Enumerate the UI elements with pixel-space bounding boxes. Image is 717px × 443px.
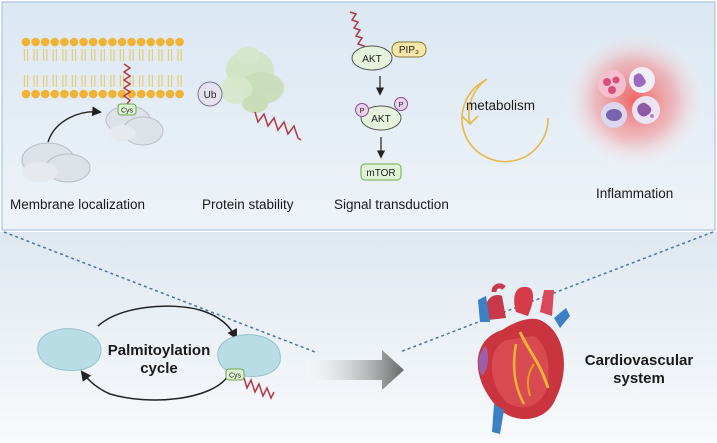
lipid-head	[165, 37, 175, 47]
lipid-head	[21, 37, 31, 47]
palmitoylation-cycle-label: Palmitoylation cycle	[100, 342, 218, 378]
mtor-shape	[360, 163, 402, 181]
akt-top-shape	[351, 45, 393, 71]
lipid-head	[156, 37, 165, 47]
mtor-text: mTOR	[366, 168, 395, 179]
signal-transduction-label: Signal transduction	[334, 197, 449, 212]
cys-tag-cycle	[225, 368, 245, 381]
inflammation-glow	[563, 30, 707, 170]
lipid-head	[136, 89, 146, 99]
cys-tag-membrane-text: Cys	[121, 108, 134, 115]
lipid-head	[127, 37, 136, 47]
lipid-head	[21, 89, 31, 99]
lipid-head	[40, 37, 50, 47]
lipid-head	[50, 37, 60, 47]
lipid-head	[175, 89, 184, 99]
ubiquitin-circle	[197, 81, 223, 107]
lipid-head	[69, 89, 79, 99]
lipid-head	[40, 89, 50, 99]
phospho-right-shape	[394, 97, 408, 111]
lipid-head	[69, 37, 79, 47]
lipid-head	[88, 89, 98, 99]
lipid-head	[165, 89, 175, 99]
membrane-localization-label: Membrane localization	[10, 197, 146, 212]
cardiovascular-system-label: Cardiovascular system	[574, 352, 704, 388]
lipid-head	[98, 37, 108, 47]
ubiquitin-text: Ub	[204, 90, 217, 101]
lipid-head	[117, 37, 127, 47]
akt-bottom-text: AKT	[371, 114, 390, 125]
lipid-head	[146, 89, 156, 99]
lipid-bilayer	[21, 37, 184, 99]
lipid-head	[60, 37, 69, 47]
akt-bottom-shape	[360, 105, 402, 131]
lipid-head	[108, 37, 117, 47]
protein-stability-label: Protein stability	[202, 197, 294, 212]
lipid-head	[136, 37, 146, 47]
pip3-text: PIP₃	[399, 45, 419, 56]
lipid-head	[98, 89, 108, 99]
dashed-connector-left	[3, 231, 316, 353]
lipid-head	[79, 37, 88, 47]
immune-cell-bottom-right	[632, 96, 660, 124]
palmitate-chain-cycle	[243, 377, 275, 400]
cycle-arrow-top	[97, 305, 237, 340]
lipid-head	[88, 37, 98, 47]
localization-arrow	[47, 106, 102, 143]
stable-protein-shape	[220, 47, 284, 113]
target-label-line1: Cardiovascular	[584, 352, 694, 369]
metabolism-arc-left	[468, 78, 488, 125]
membrane-bound-protein-shape	[105, 105, 164, 146]
lipid-head	[31, 37, 40, 47]
big-transition-arrow	[305, 350, 404, 390]
immune-cell-bottom-left	[601, 102, 627, 128]
heart-illustration	[477, 283, 570, 434]
phospho-left-shape	[355, 103, 369, 117]
cys-tag-membrane	[117, 103, 137, 116]
akt-top-text: AKT	[362, 54, 381, 65]
target-label-line2: system	[613, 370, 665, 387]
cycle-protein-left	[37, 328, 102, 371]
bottom-panel	[0, 232, 717, 443]
lipid-head	[50, 89, 60, 99]
cycle-arrow-bottom	[80, 370, 229, 401]
dashed-connector-right	[399, 231, 714, 353]
palmitate-chain-membrane	[122, 63, 132, 105]
metabolism-cycle-arrow	[461, 79, 549, 163]
phospho-left-text: P	[359, 106, 364, 115]
palmitate-chain-stability	[254, 111, 302, 141]
immune-cell-top-left	[598, 70, 626, 98]
free-protein-shape	[21, 142, 91, 183]
phospho-right-text: P	[398, 100, 403, 109]
pip3-shape	[391, 41, 427, 58]
lipid-head	[60, 89, 69, 99]
lipid-head	[156, 89, 165, 99]
cys-tag-cycle-text: Cys	[229, 373, 242, 380]
palmitate-chain-akt	[349, 11, 365, 53]
cycle-label-line2: cycle	[140, 360, 178, 377]
metabolism-label: metabolism	[466, 98, 536, 113]
lipid-head	[79, 89, 88, 99]
lipid-head	[31, 89, 40, 99]
lipid-head	[146, 37, 156, 47]
lipid-head	[175, 37, 184, 47]
immune-cell-top-right	[629, 67, 655, 93]
cycle-label-line1: Palmitoylation	[107, 342, 211, 359]
inflammation-label: Inflammation	[596, 186, 674, 201]
lipid-head	[108, 89, 117, 99]
